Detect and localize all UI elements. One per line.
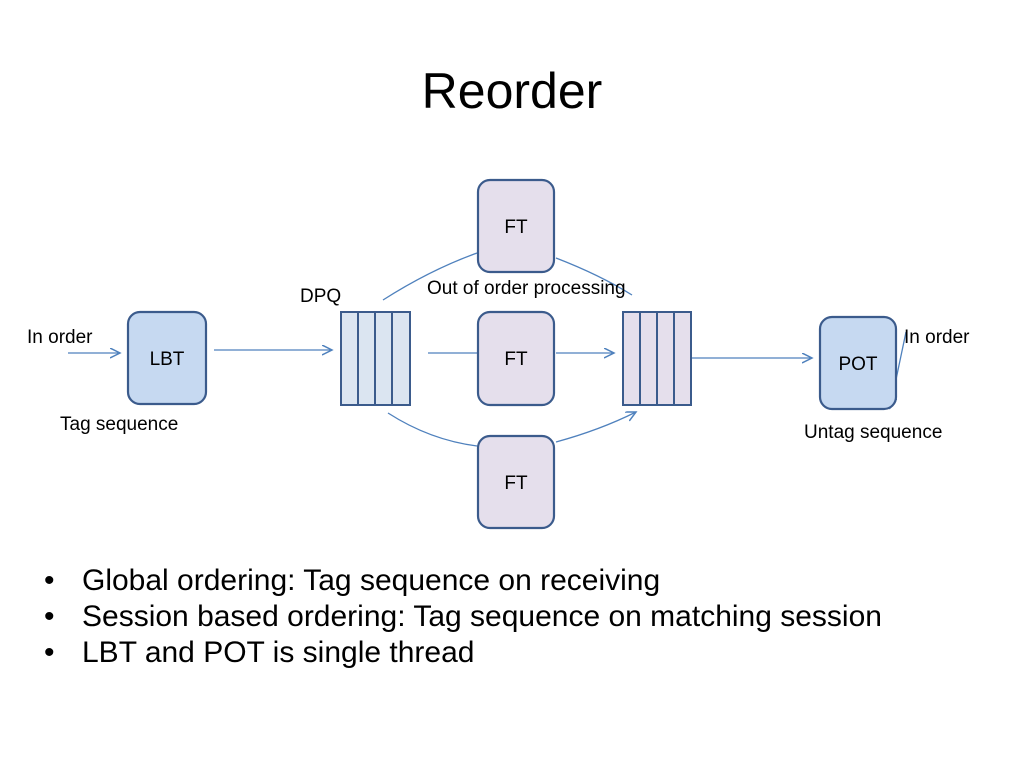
lbt-node: LBT <box>126 310 208 406</box>
curve-ft-bottom-to-queue <box>555 412 636 443</box>
curve-dpq-to-ft-bottom <box>387 412 478 447</box>
lbt-label: LBT <box>150 349 185 370</box>
curve-ft-top-to-queue <box>555 257 633 296</box>
bullet-item: •Global ordering: Tag sequence on receiv… <box>44 564 661 597</box>
ft-mid-node: FT <box>476 310 556 407</box>
bullet-dot: • <box>44 564 55 597</box>
ft-top-node: FT <box>476 178 556 274</box>
ft-bottom-label: FT <box>504 473 528 494</box>
ft-mid-label: FT <box>504 349 528 370</box>
slide-title: Reorder <box>421 63 603 119</box>
bullet-dot: • <box>44 600 55 633</box>
in-order-left-label: In order <box>27 327 93 348</box>
reorder-diagram: LBT FT FT FT POT In order Tag sequence D… <box>27 178 970 530</box>
bullet-dot: • <box>44 636 55 669</box>
out-of-order-label: Out of order processing <box>427 278 626 299</box>
bullet-list: •Global ordering: Tag sequence on receiv… <box>44 563 944 671</box>
tag-sequence-label: Tag sequence <box>60 414 178 435</box>
untag-sequence-label: Untag sequence <box>804 422 942 443</box>
in-order-right-label: In order <box>904 327 970 348</box>
bullet-item: •Session based ordering: Tag sequence on… <box>44 600 882 633</box>
output-queue <box>622 311 692 406</box>
dpq-label: DPQ <box>300 286 341 307</box>
ft-bottom-node: FT <box>476 434 556 530</box>
pot-node: POT <box>818 315 898 411</box>
bullet-item: •LBT and POT is single thread <box>44 636 475 669</box>
curve-dpq-to-ft-top <box>382 252 478 301</box>
dpq-queue <box>340 311 411 406</box>
pot-label: POT <box>838 354 877 375</box>
ft-top-label: FT <box>504 217 528 238</box>
